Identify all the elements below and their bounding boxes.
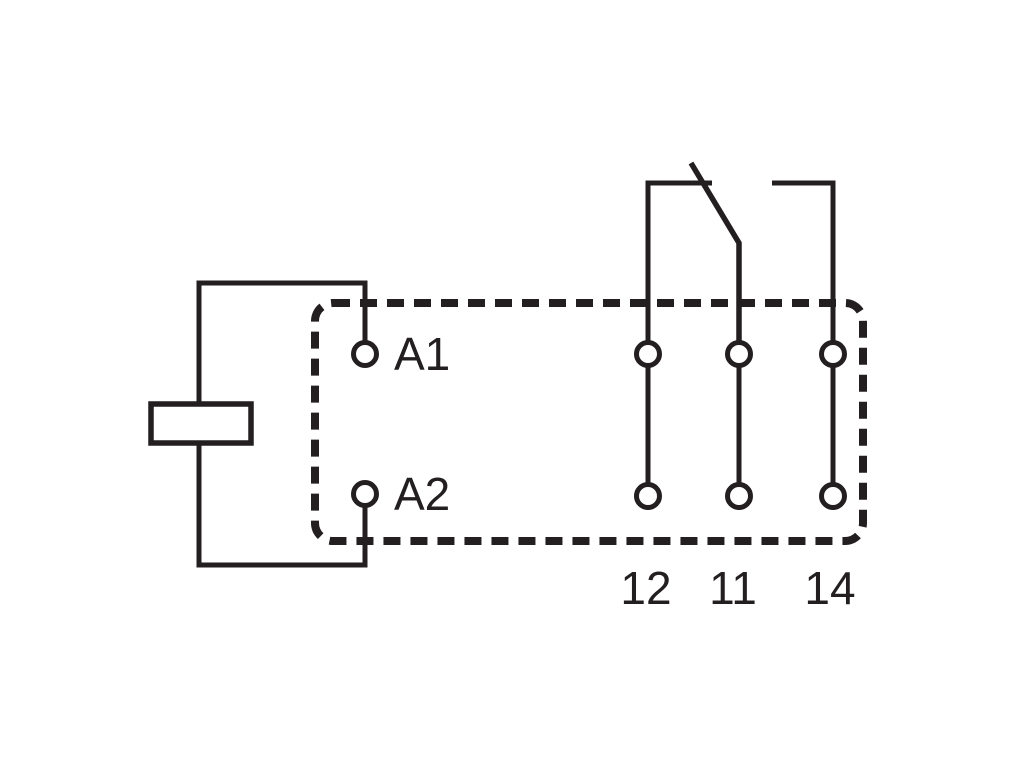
terminal-label-a2: A2 xyxy=(394,468,450,520)
switch-blade xyxy=(688,161,742,341)
terminal-label-14: 14 xyxy=(804,562,855,614)
terminal-a1-circle xyxy=(351,340,379,368)
terminal-label-12: 12 xyxy=(620,562,671,614)
contact-12-wire xyxy=(645,180,712,341)
terminal-label-a1: A1 xyxy=(394,328,450,380)
terminal-a2-circle xyxy=(351,480,379,508)
terminal-12-upper-circle xyxy=(634,340,662,368)
contact-14-wire xyxy=(772,180,836,341)
terminal-12-lower-circle xyxy=(634,482,662,510)
terminal-11-lower-circle xyxy=(725,482,753,510)
coil-symbol xyxy=(148,401,254,446)
coil-wire-bottom xyxy=(196,443,368,568)
terminal-14-lower-circle xyxy=(819,482,847,510)
terminal-14-upper-circle xyxy=(819,340,847,368)
schematic-linework xyxy=(148,161,867,568)
schematic-labels: A1 A2 12 11 14 xyxy=(394,328,856,614)
terminal-11-upper-circle xyxy=(725,340,753,368)
coil-wire-top xyxy=(196,280,368,404)
relay-body-outline xyxy=(311,299,867,545)
terminal-label-11: 11 xyxy=(709,562,757,614)
